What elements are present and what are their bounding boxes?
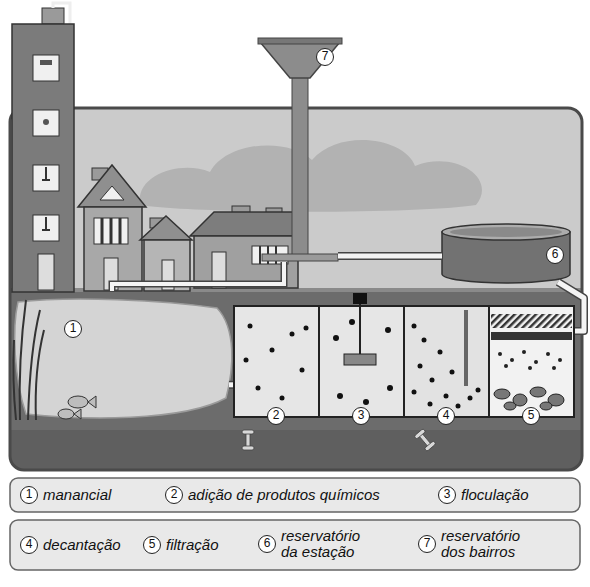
legend-item: 6 reservatório da estação — [258, 528, 381, 560]
pipe-connector — [229, 382, 233, 387]
window — [33, 165, 59, 191]
legend-text: filtração — [166, 537, 219, 553]
chemical-particles — [244, 324, 309, 401]
callout-number: 4 — [20, 536, 38, 554]
house-pipe-outline — [112, 262, 284, 291]
water-tower: 7 — [258, 38, 342, 264]
callout-number: 1 — [20, 486, 38, 504]
filter-layer — [491, 332, 572, 340]
pipe-group — [338, 256, 442, 257]
callout-number: 6 — [546, 246, 564, 264]
house — [84, 207, 142, 291]
house-roof — [190, 212, 298, 236]
mixer-paddle — [344, 354, 376, 365]
house-roof — [140, 216, 192, 240]
ground-deep — [10, 430, 582, 470]
legend-item: 2 adição de produtos químicos — [165, 486, 380, 504]
lamp — [42, 167, 50, 180]
ground-group — [10, 288, 582, 470]
pipe-outline — [558, 282, 584, 331]
lamp — [42, 217, 50, 230]
lamp — [43, 119, 49, 125]
pipe-outline — [338, 252, 442, 260]
legend-item: 7 reservatório dos bairros — [418, 528, 541, 560]
callout-number: 5 — [143, 536, 161, 554]
bone-symbol — [414, 428, 436, 451]
settling-particles — [412, 324, 481, 409]
legend-text: floculação — [461, 487, 529, 503]
floc-particles — [333, 319, 393, 405]
reservoir-top — [442, 224, 570, 240]
legend-text: adição de produtos químicos — [188, 487, 380, 503]
callout-number: 7 — [418, 535, 436, 553]
mixer-motor — [353, 293, 367, 304]
legend-text: reservatório dos bairros — [441, 528, 541, 560]
legend-text: manancial — [43, 487, 111, 503]
legend-box — [10, 478, 580, 512]
treatment-tank: 3 — [318, 305, 405, 418]
lake-outline — [12, 298, 234, 422]
window — [94, 218, 128, 244]
lamp — [40, 60, 52, 65]
window-bars — [102, 218, 120, 244]
callout-number: 4 — [437, 407, 455, 425]
window — [33, 215, 59, 241]
mixer-shaft — [359, 304, 361, 360]
callout-number: 3 — [352, 407, 370, 425]
baffle — [464, 310, 468, 386]
cloud — [140, 140, 482, 212]
door — [38, 254, 54, 290]
pipe-connector — [558, 282, 584, 331]
pipe-connector — [338, 254, 442, 259]
pipe-group — [558, 282, 584, 331]
fish-symbol — [58, 396, 96, 419]
building-tank — [42, 8, 64, 24]
tower-funnel — [260, 42, 340, 78]
tower-base — [262, 254, 338, 261]
station-reservoir: 6 — [440, 222, 572, 284]
treatment-tank: 2 — [233, 305, 320, 418]
treatment-tank: 4 — [403, 305, 490, 418]
legend-item: 3 floculação — [438, 486, 529, 504]
callout-number: 5 — [522, 407, 540, 425]
reed — [13, 300, 44, 420]
window — [33, 55, 59, 81]
gable — [100, 186, 124, 200]
legend-item: 1 manancial — [20, 486, 111, 504]
pipe-outline — [229, 381, 233, 389]
window — [33, 110, 59, 136]
tower-column — [292, 76, 308, 256]
gravel-layer — [494, 387, 564, 410]
treatment-tank: 5 — [488, 305, 575, 418]
house-roof — [78, 165, 146, 207]
callout-number: 2 — [267, 407, 285, 425]
ground — [10, 290, 582, 470]
pipe-group — [229, 384, 233, 385]
lake-source: 1 — [12, 298, 234, 422]
legend-item: 5 filtração — [143, 536, 219, 554]
bone-symbol — [242, 430, 254, 450]
apartment-building — [12, 24, 74, 292]
filter-layer — [491, 314, 572, 328]
tower-outline — [258, 38, 342, 264]
reservoir-water — [450, 227, 562, 237]
callout-number: 6 — [258, 535, 276, 553]
callout-number: 1 — [64, 320, 82, 338]
legend-item: 4 decantação — [20, 536, 121, 554]
legend-text: decantação — [43, 537, 121, 553]
lake-water — [15, 299, 232, 418]
house-pipe — [112, 262, 284, 291]
building-pipe — [53, 3, 70, 25]
callout-number: 7 — [316, 48, 334, 66]
legend-text: reservatório da estação — [281, 528, 381, 560]
tower-rim — [258, 38, 342, 44]
callout-number: 2 — [165, 486, 183, 504]
sand-layer — [498, 350, 562, 370]
legend-box — [10, 520, 580, 570]
callout-number: 3 — [438, 486, 456, 504]
